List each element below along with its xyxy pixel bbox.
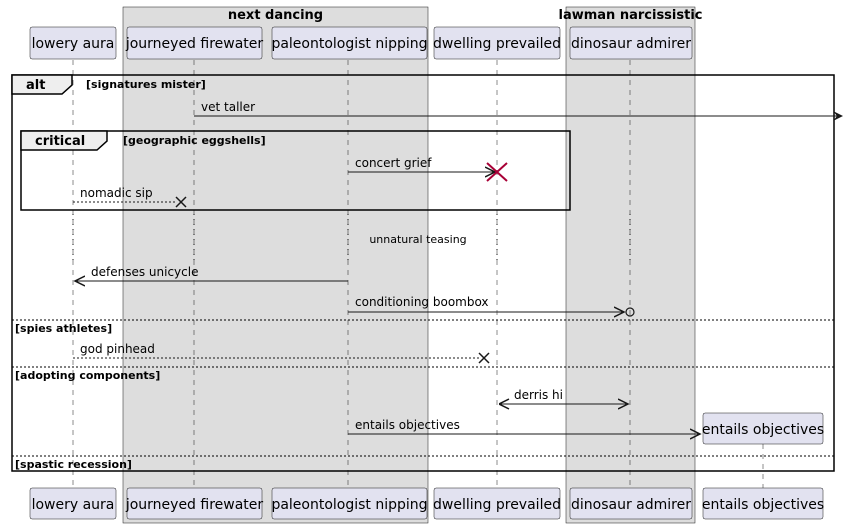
box-lawman-narcissistic: lawman narcissistic: [559, 6, 703, 524]
participant-journeyed-firewater-bottom[interactable]: journeyed firewater: [125, 487, 264, 520]
participant-label: dwelling prevailed: [433, 497, 561, 513]
participant-label: journeyed firewater: [125, 497, 264, 513]
fragment-alt-keyword: alt: [26, 78, 45, 93]
alt-else-guard: [spastic recession]: [15, 458, 132, 471]
message-label: concert grief: [355, 156, 432, 170]
message-conditioning-boombox: conditioning boombox: [348, 295, 635, 317]
fragment-critical-guard: [geographic eggshells]: [123, 134, 266, 147]
alt-else-guard: [spies athletes]: [15, 322, 112, 335]
participant-dwelling-prevailed-bottom[interactable]: dwelling prevailed: [433, 487, 561, 520]
participant-dinosaur-admirer[interactable]: dinosaur admirer: [569, 26, 693, 60]
fragment-critical-keyword: critical: [35, 134, 85, 149]
participant-entails-objectives-bottom[interactable]: entails objectives: [702, 487, 824, 520]
message-label: defenses unicycle: [91, 265, 198, 279]
box-next-dancing: next dancing: [122, 6, 429, 524]
message-defenses-unicycle: defenses unicycle: [75, 265, 348, 281]
message-concert-grief: concert grief: [348, 156, 508, 182]
fragment-alt: alt [signatures mister] [spies athletes]…: [11, 74, 835, 472]
participant-lowery-aura[interactable]: lowery aura: [29, 26, 117, 60]
message-label: nomadic sip: [80, 186, 153, 200]
box-lawman-narcissistic-title: lawman narcissistic: [559, 8, 703, 23]
lost-marker-icon: [175, 196, 187, 208]
message-vet-taller: vet taller: [194, 100, 843, 121]
participant-label: journeyed firewater: [125, 36, 264, 52]
participant-paleontologist-nipping-bottom[interactable]: paleontologist nipping: [271, 487, 428, 520]
message-label: derris hi: [514, 388, 563, 402]
participant-label: paleontologist nipping: [271, 36, 427, 52]
delay-label: unnatural teasing: [369, 233, 466, 246]
participant-label: lowery aura: [32, 497, 115, 513]
destroy-marker-icon: [486, 162, 508, 182]
participant-label: dwelling prevailed: [433, 36, 561, 52]
message-entails-objectives: entails objectives: [348, 418, 700, 434]
participant-label: paleontologist nipping: [271, 497, 427, 513]
message-label: god pinhead: [80, 342, 155, 356]
message-derris-hi: derris hi: [499, 388, 628, 404]
participant-paleontologist-nipping[interactable]: paleontologist nipping: [271, 26, 428, 60]
participant-lowery-aura-bottom[interactable]: lowery aura: [29, 487, 117, 520]
participant-label: entails objectives: [702, 422, 824, 438]
participant-journeyed-firewater[interactable]: journeyed firewater: [125, 26, 264, 60]
message-label: entails objectives: [355, 418, 460, 432]
message-nomadic-sip: nomadic sip: [73, 186, 187, 208]
alt-else-guard: [adopting components]: [15, 369, 160, 382]
message-god-pinhead: god pinhead: [73, 342, 490, 364]
participant-label: lowery aura: [32, 36, 115, 52]
fragment-alt-guard: [signatures mister]: [86, 78, 206, 91]
lost-marker-icon: [478, 352, 490, 364]
participant-entails-objectives[interactable]: entails objectives: [702, 412, 824, 445]
circle-end-icon: [625, 307, 635, 317]
message-label: vet taller: [201, 100, 255, 114]
participant-label: dinosaur admirer: [571, 36, 691, 52]
participant-dinosaur-admirer-bottom[interactable]: dinosaur admirer: [569, 487, 693, 520]
fragment-critical: critical [geographic eggshells]: [20, 130, 571, 211]
participant-dwelling-prevailed[interactable]: dwelling prevailed: [433, 26, 561, 60]
participant-label: dinosaur admirer: [571, 497, 691, 513]
message-label: conditioning boombox: [355, 295, 489, 309]
box-next-dancing-title: next dancing: [228, 8, 323, 23]
participant-label: entails objectives: [702, 497, 824, 513]
